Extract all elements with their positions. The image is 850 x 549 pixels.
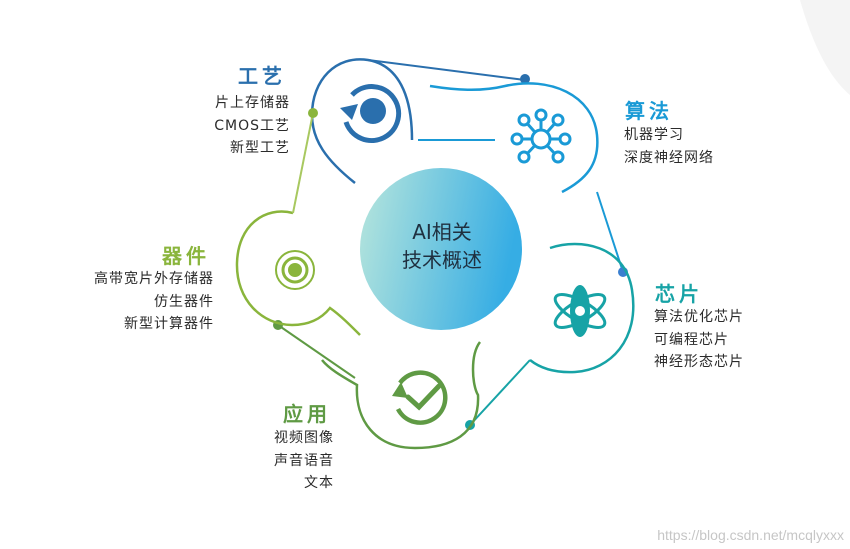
algorithm-items: 机器学习 深度神经网络 bbox=[624, 124, 714, 169]
chip-items: 算法优化芯片 可编程芯片 神经形态芯片 bbox=[654, 306, 744, 374]
application-item: 文本 bbox=[304, 475, 334, 491]
algorithm-lobe bbox=[429, 82, 599, 194]
device-connector bbox=[292, 112, 314, 214]
process-item: 新型工艺 bbox=[230, 140, 290, 156]
background-curve bbox=[800, 0, 850, 95]
algorithm-connector bbox=[596, 191, 624, 273]
application-item: 视频图像 bbox=[274, 430, 334, 446]
process-item: 片上存储器 bbox=[215, 95, 290, 111]
algorithm-title: 算法 bbox=[625, 99, 673, 123]
device-item: 仿生器件 bbox=[154, 293, 214, 310]
application-title: 应用 bbox=[283, 402, 331, 426]
process-lobe bbox=[310, 58, 414, 184]
center-label-line1: AI相关 bbox=[412, 220, 472, 244]
process-title: 工艺 bbox=[238, 64, 286, 88]
chip-item: 神经形态芯片 bbox=[654, 354, 744, 370]
chip-item: 算法优化芯片 bbox=[654, 309, 744, 325]
center-circle bbox=[360, 168, 522, 330]
process-dot bbox=[520, 74, 530, 84]
check-cycle-icon bbox=[392, 370, 448, 425]
center-label-line2: 技术概述 bbox=[402, 248, 482, 272]
device-item: 高带宽片外存储器 bbox=[94, 271, 214, 287]
process-connector bbox=[367, 59, 526, 81]
atom-icon bbox=[553, 285, 607, 337]
watermark: https://blog.csdn.net/mcqlyxxx bbox=[657, 527, 844, 543]
chip-lobe bbox=[529, 242, 635, 374]
process-item: CMOS工艺 bbox=[214, 117, 290, 134]
network-nodes-icon bbox=[510, 108, 572, 164]
device-lobe bbox=[235, 210, 361, 336]
device-dot bbox=[308, 108, 318, 118]
process-items: 片上存储器 CMOS工艺 新型工艺 bbox=[190, 92, 290, 160]
application-items: 视频图像 声音语音 文本 bbox=[232, 427, 334, 495]
refresh-cycle-icon bbox=[340, 84, 402, 144]
algorithm-item: 机器学习 bbox=[624, 127, 684, 143]
application-connector bbox=[277, 324, 356, 379]
center-label: AI相关 技术概述 bbox=[360, 184, 524, 308]
device-items: 高带宽片外存储器 仿生器件 新型计算器件 bbox=[60, 268, 214, 336]
chip-title: 芯片 bbox=[655, 282, 703, 306]
device-item: 新型计算器件 bbox=[124, 316, 214, 332]
device-title: 器件 bbox=[162, 244, 210, 268]
chip-item: 可编程芯片 bbox=[654, 331, 729, 348]
concentric-rings-icon bbox=[275, 250, 315, 290]
application-lobe bbox=[321, 341, 482, 450]
chip-connector bbox=[469, 359, 531, 426]
application-item: 声音语音 bbox=[274, 452, 334, 469]
algorithm-item: 深度神经网络 bbox=[624, 149, 714, 166]
